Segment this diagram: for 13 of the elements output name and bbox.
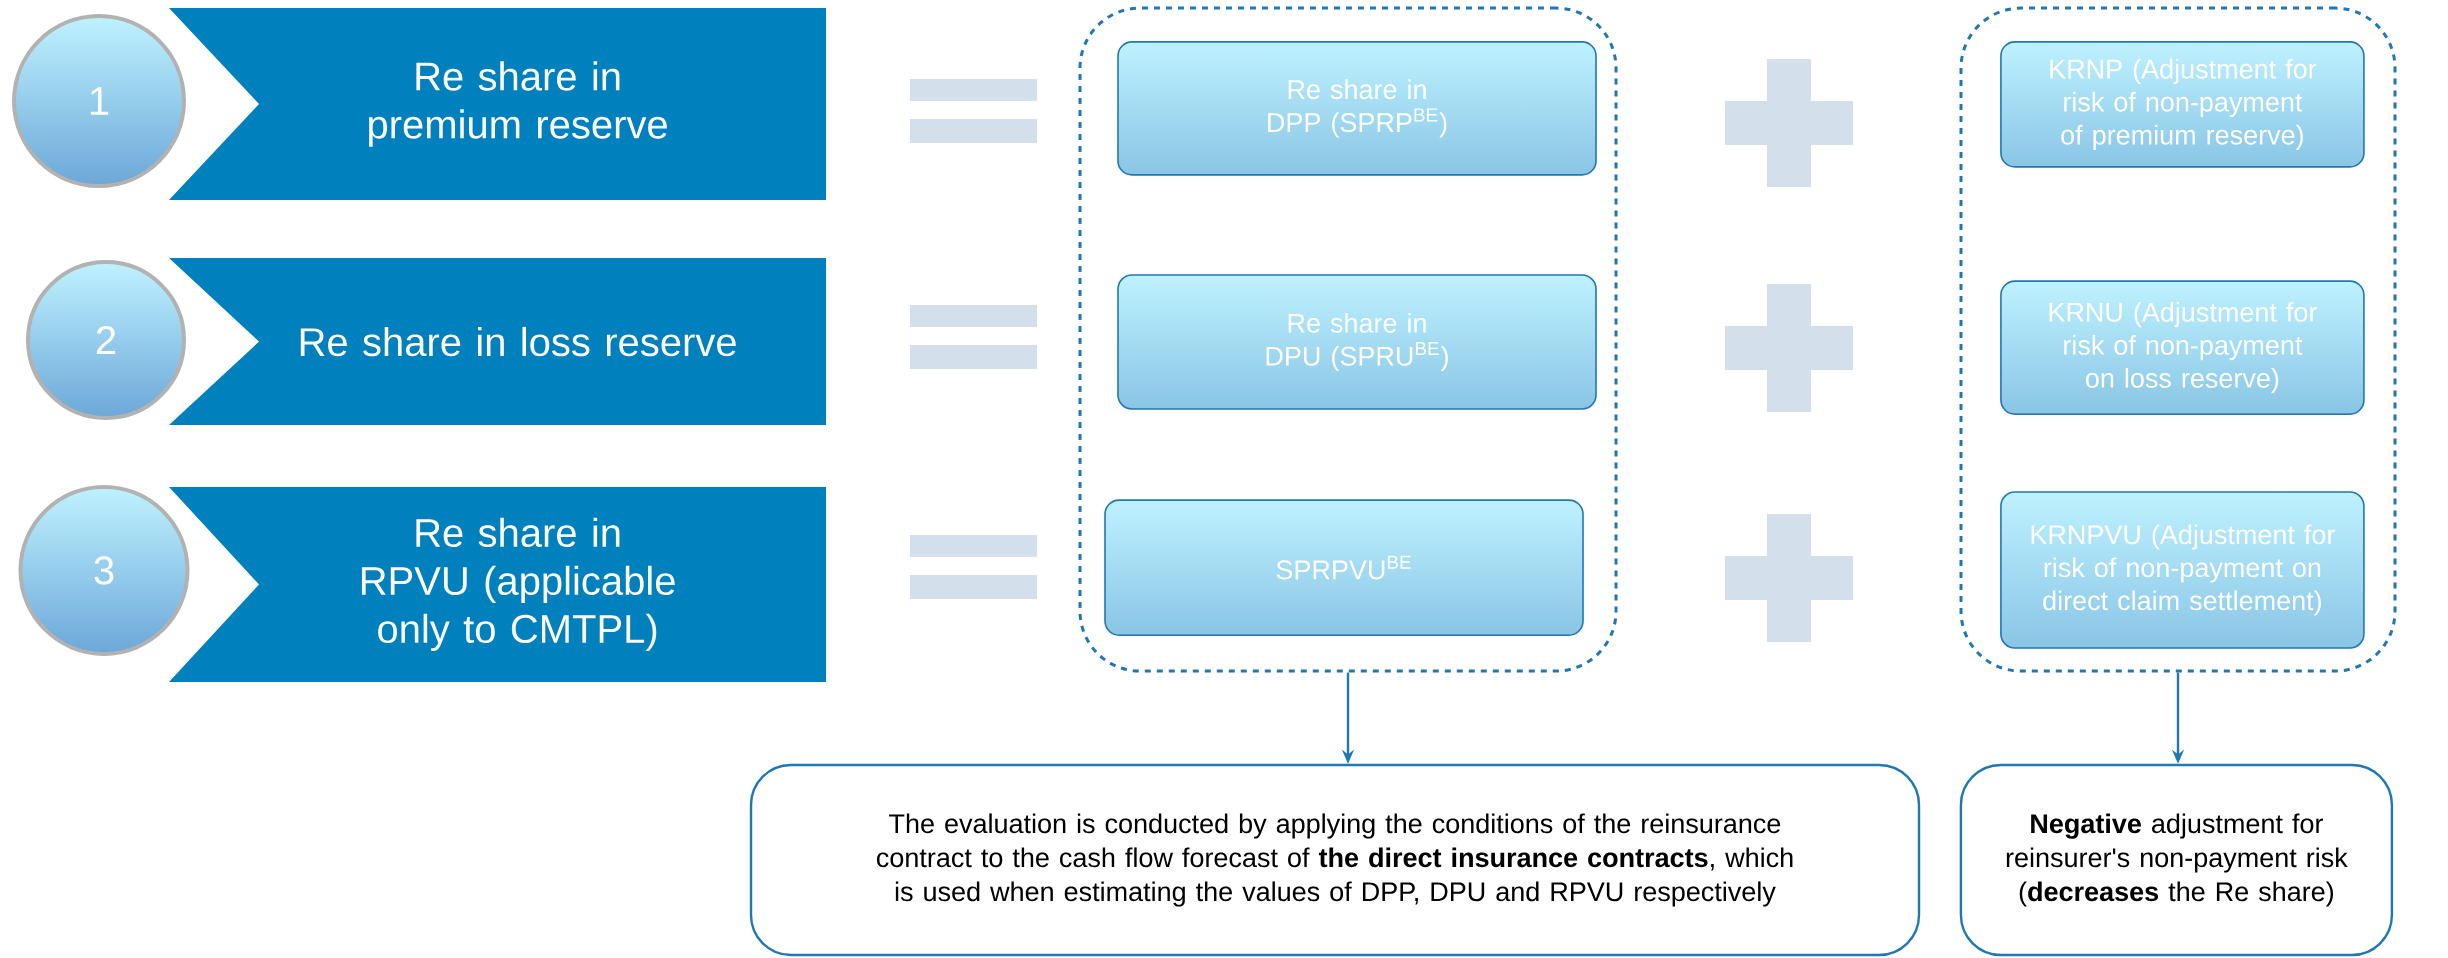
component-box: SPRPVU$^{BE}$ xyxy=(1104,499,1584,636)
component-box: Re share in DPU (SPRU$^{BE}$) xyxy=(1117,274,1597,410)
banner: Re share in premium reserve xyxy=(169,8,826,200)
dashed-group-box xyxy=(1959,6,2397,673)
component-box: Re share in DPP (SPRP$^{BE}$) xyxy=(1117,41,1597,176)
note-box: Negative adjustment for reinsurer's non-payment risk (decreases the Re share) xyxy=(1959,763,2394,957)
component-box: KRNP (Adjustment for risk of non-payment of premium reserve) xyxy=(2000,41,2365,168)
banner: Re share in loss reserve xyxy=(169,258,826,425)
component-box: KRNPVU (Adjustment for risk of non-payment on direct claim settlement) xyxy=(2000,491,2365,649)
dashed-group-box xyxy=(1078,6,1618,673)
banner: Re share in RPVU (applicable only to CMTPL) xyxy=(169,487,826,682)
note-box: The evaluation is conducted by applying the conditions of the reinsurance contract to the cash flow forecast of the direct insurance contracts, which is used when estimating the values of DPP, DPU and RPVU respectively xyxy=(749,763,1921,957)
component-box: KRNU (Adjustment for risk of non-payment on loss reserve) xyxy=(2000,280,2365,415)
